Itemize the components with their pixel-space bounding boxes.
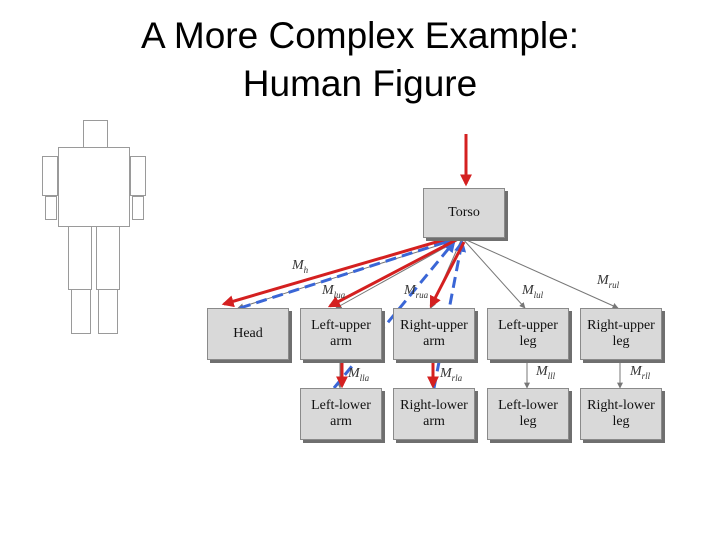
node-head: Head (207, 308, 289, 360)
node-label: Torso (448, 205, 480, 220)
matrix-label-left-lower-leg: Mlll (536, 364, 555, 381)
matrix-sub: rua (415, 289, 429, 300)
matrix-sub: rul (608, 279, 620, 290)
matrix-main: M (404, 283, 416, 298)
matrix-sub: lll (547, 370, 556, 381)
figure-right-lower-leg (98, 289, 118, 334)
figure-left-lower-leg (71, 289, 91, 334)
matrix-sub: lla (359, 372, 370, 383)
figure-right-lower-arm (132, 196, 144, 220)
figure-right-upper-arm (130, 156, 146, 196)
node-torso: Torso (423, 188, 505, 238)
node-label: Head (233, 326, 263, 341)
figure-left-upper-arm (42, 156, 58, 196)
node-right-lower-leg: Right-lower leg (580, 388, 662, 440)
matrix-main: M (630, 364, 642, 379)
matrix-main: M (348, 366, 360, 381)
figure-left-lower-arm (45, 196, 57, 220)
matrix-main: M (322, 283, 334, 298)
matrix-label-head: Mh (292, 258, 308, 275)
node-label: Right-upper leg (587, 318, 655, 349)
node-right-upper-arm: Right-upper arm (393, 308, 475, 360)
matrix-sub: lul (533, 289, 544, 300)
figure-torso (58, 147, 130, 227)
matrix-label-right-lower-leg: Mrll (630, 364, 650, 381)
node-left-lower-leg: Left-lower leg (487, 388, 569, 440)
node-right-upper-leg: Right-upper leg (580, 308, 662, 360)
matrix-main: M (597, 273, 609, 288)
matrix-main: M (440, 366, 452, 381)
node-left-upper-leg: Left-upper leg (487, 308, 569, 360)
red-arrow-to-head (221, 236, 451, 308)
matrix-label-right-upper-arm: Mrua (404, 283, 428, 300)
matrix-sub: rll (641, 370, 651, 381)
edge-torso-left-upper-leg (461, 237, 526, 309)
node-right-lower-arm: Right-lower arm (393, 388, 475, 440)
matrix-sub: rla (451, 372, 463, 383)
node-label: Right-upper arm (400, 318, 468, 349)
matrix-label-right-upper-leg: Mrul (597, 273, 619, 290)
blue-return-head (239, 237, 455, 310)
matrix-main: M (292, 258, 304, 273)
node-label: Left-upper leg (498, 318, 558, 349)
node-label: Right-lower leg (587, 398, 655, 429)
node-left-upper-arm: Left-upper arm (300, 308, 382, 360)
red-arrow-to-left-upper-arm (327, 238, 457, 308)
red-arrow-to-right-upper-arm (429, 241, 466, 309)
matrix-label-right-lower-arm: Mrla (440, 366, 462, 383)
node-label: Left-lower leg (498, 398, 558, 429)
node-left-lower-arm: Left-lower arm (300, 388, 382, 440)
matrix-label-left-lower-arm: Mlla (348, 366, 369, 383)
matrix-sub: lua (333, 289, 346, 300)
slide-title: A More Complex Example: Human Figure (0, 12, 720, 108)
edge-torso-right-upper-leg (461, 237, 619, 309)
matrix-main: M (536, 364, 548, 379)
matrix-sub: h (303, 264, 309, 275)
matrix-label-left-upper-arm: Mlua (322, 283, 345, 300)
node-label: Left-lower arm (311, 398, 371, 429)
node-label: Right-lower arm (400, 398, 468, 429)
title-line-2: Human Figure (242, 63, 478, 104)
edge-torso-left-upper-arm (335, 237, 463, 309)
title-line-1: A More Complex Example: (140, 15, 579, 56)
matrix-main: M (522, 283, 534, 298)
node-label: Left-upper arm (311, 318, 371, 349)
matrix-label-left-upper-leg: Mlul (522, 283, 543, 300)
